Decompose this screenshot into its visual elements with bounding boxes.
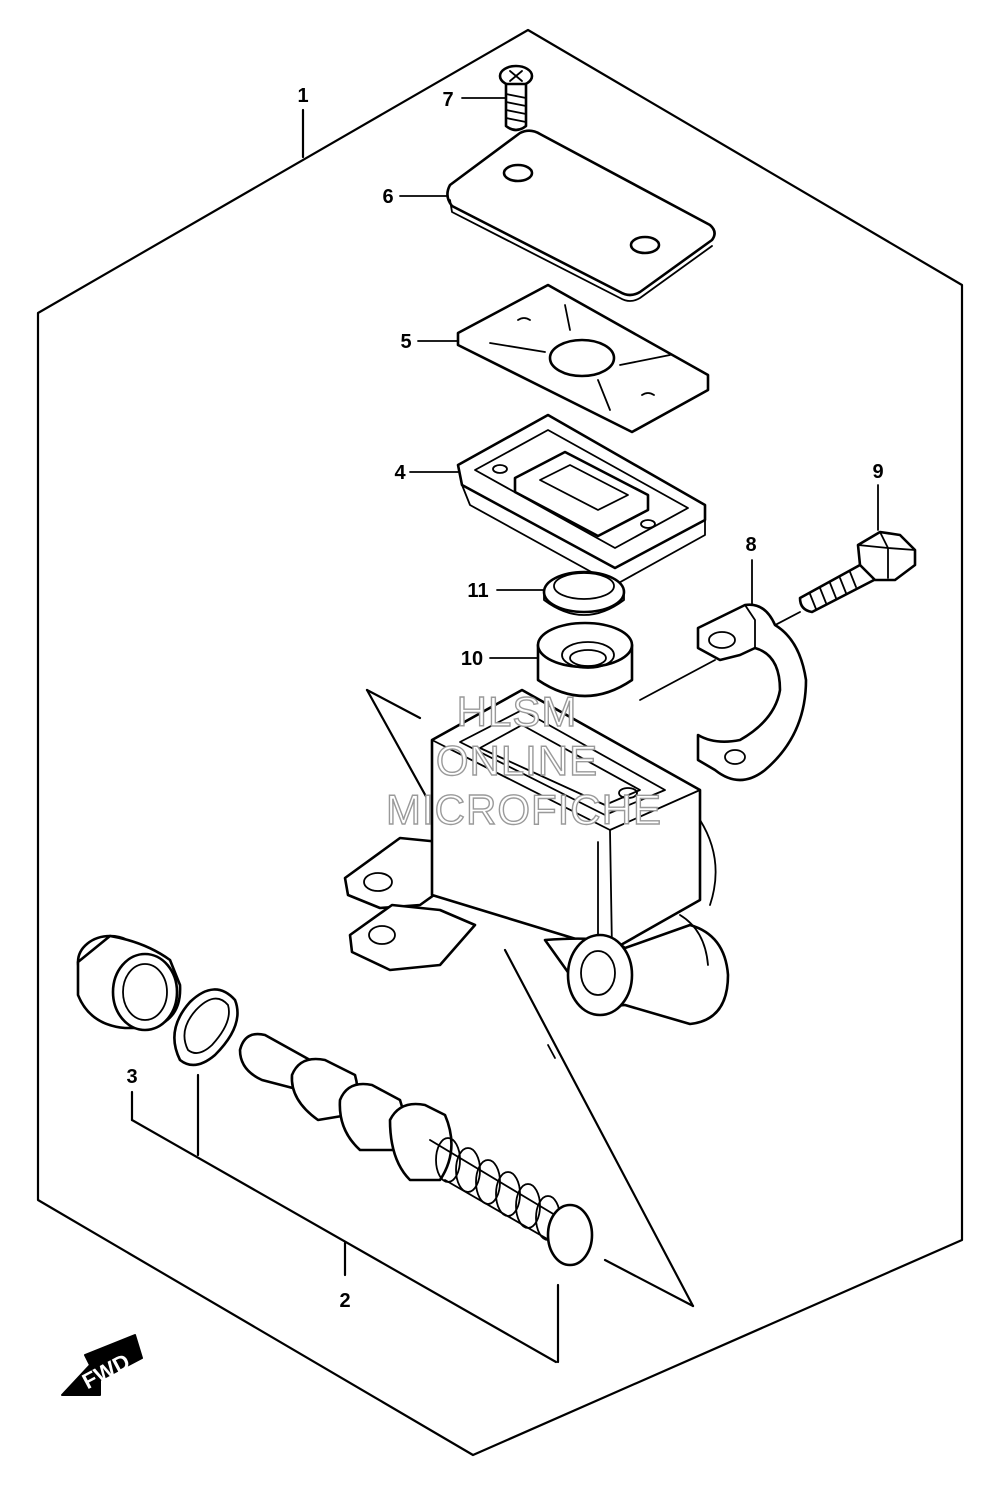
watermark-line-3: MICROFICHE [386,786,662,833]
part-10-boot[interactable] [536,621,634,698]
watermark: HLSM ONLINE MICROFICHE [385,687,662,833]
callout-10[interactable]: 10 [461,648,483,670]
part-5-diaphragm-plate[interactable] [456,283,710,434]
watermark-line-1: HLSM [457,688,578,735]
callout-3[interactable]: 3 [126,1066,137,1088]
callout-4[interactable]: 4 [394,462,406,484]
callout-7[interactable]: 7 [442,89,453,111]
part-7-screw[interactable] [498,64,534,132]
callout-8[interactable]: 8 [745,534,756,556]
callout-9[interactable]: 9 [872,461,883,483]
part-4-diaphragm[interactable] [456,413,707,586]
forward-direction-arrow: FWD [61,1334,143,1396]
watermark-line-2: ONLINE [436,737,598,784]
callout-1[interactable]: 1 [297,85,308,107]
part-9-bolt[interactable] [798,530,917,614]
callout-2[interactable]: 2 [339,1290,350,1312]
part-6-reservoir-cap[interactable] [446,129,716,302]
master-cylinder-body[interactable] [343,688,730,1026]
callout-labels: 1 7 6 5 4 9 8 11 10 3 2 [126,85,883,1312]
part-3-dust-cup[interactable] [76,934,182,1032]
circlip[interactable] [173,988,239,1067]
part-2-piston-set[interactable] [238,1032,594,1267]
assembly-outline [36,28,964,1457]
callout-5[interactable]: 5 [400,331,411,353]
callout-6[interactable]: 6 [382,186,393,208]
part-8-clamp[interactable] [696,603,808,782]
part-11-ring[interactable] [542,570,626,616]
leader-lines [130,97,879,1364]
callout-11[interactable]: 11 [467,580,488,602]
